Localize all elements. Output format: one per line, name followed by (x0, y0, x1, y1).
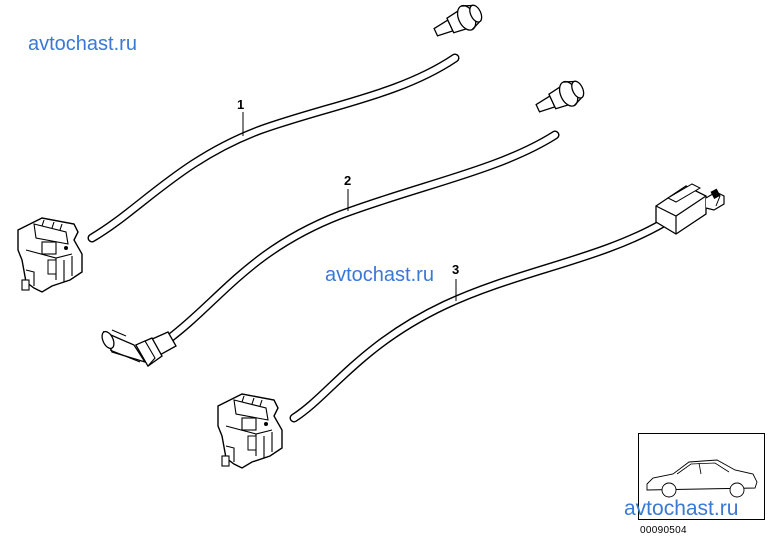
watermark-bottom-right: avtochast.ru (624, 497, 739, 520)
square-plug-icon (655, 183, 725, 235)
flat-connector-icon (17, 217, 83, 293)
vehicle-thumbnail (638, 433, 765, 520)
watermark-top-left: avtochast.ru (28, 33, 137, 55)
watermark-center: avtochast.ru (325, 264, 434, 286)
car-silhouette-icon (646, 459, 758, 498)
angled-plug-icon (101, 329, 177, 367)
round-plug-icon (531, 75, 589, 121)
flat-connector-icon (217, 393, 283, 469)
callout-1: 1 (237, 97, 245, 112)
callout-3: 3 (452, 262, 460, 277)
diagram-id: 00090504 (640, 525, 687, 536)
cable-1 (17, 0, 487, 293)
cable-3 (217, 183, 725, 469)
cable-2 (101, 75, 589, 367)
round-plug-icon (429, 0, 487, 45)
callout-2: 2 (344, 173, 352, 188)
